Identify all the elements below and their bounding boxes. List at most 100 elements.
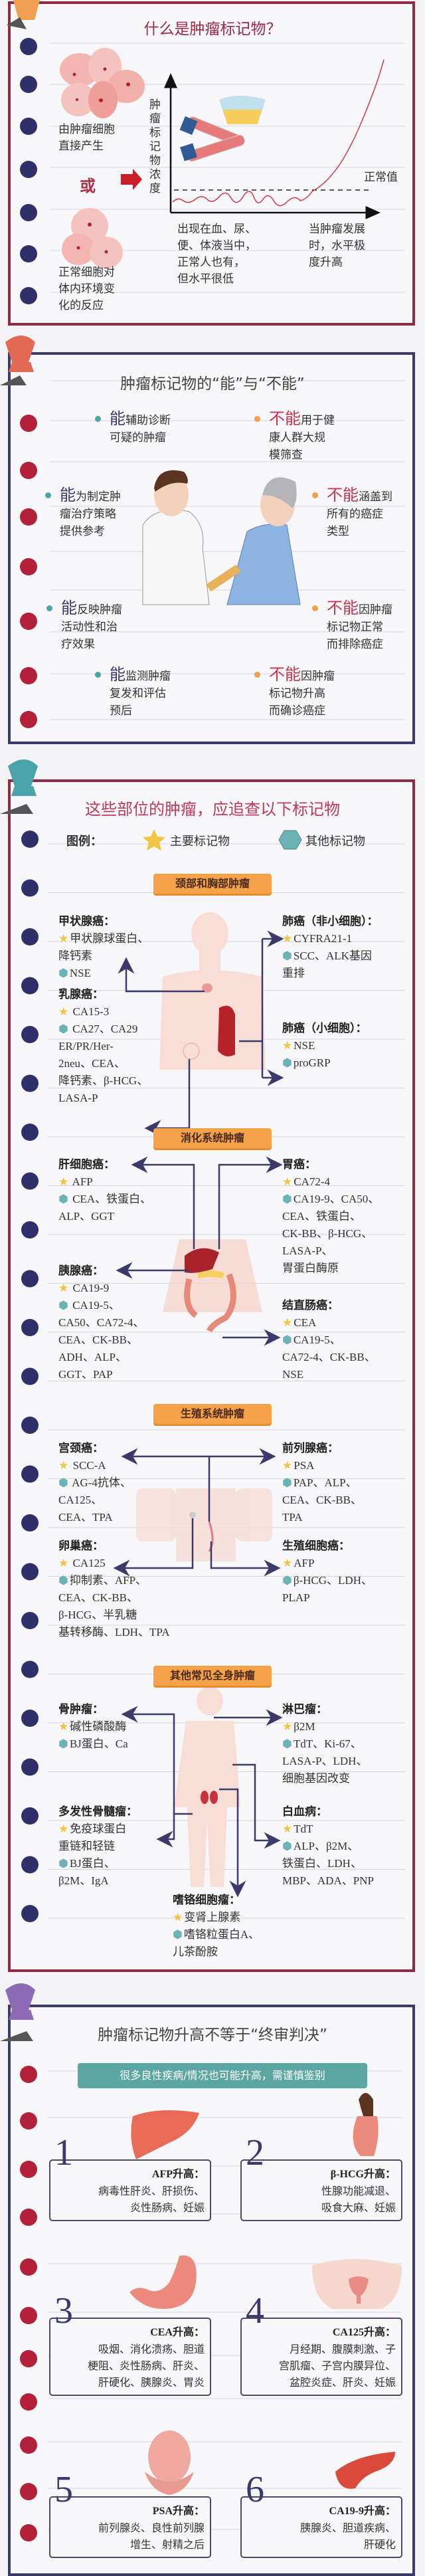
- marker-line: ★ CA125: [58, 1557, 106, 1569]
- star-icon: ★: [58, 1282, 69, 1294]
- marker-line: ⬢ALP、β2M、: [282, 1840, 359, 1852]
- marker-line: ADH、ALP、: [58, 1351, 127, 1363]
- hexagon-icon: ⬢: [282, 1737, 292, 1750]
- marker-line: 重链和轻链: [58, 1840, 115, 1852]
- star-icon: ★: [58, 932, 69, 945]
- binder-dot: [21, 1807, 39, 1825]
- marker-line: CEA、CK-BB、: [58, 1591, 138, 1604]
- marker-line: NSE: [282, 1368, 304, 1381]
- cannot-item: 不能因肿瘤标记物正常而排除癌症: [312, 599, 392, 653]
- star-icon: ★: [282, 1720, 293, 1733]
- tumor-marker-block: 前列腺癌：★PSA⬢PAP、ALP、CEA、CK-BB、TPA: [282, 1440, 362, 1526]
- elevation-cause-card: PSA升高：前列腺炎、良性前列腺增生、射精之后: [49, 2496, 211, 2558]
- binder-dot: [20, 2393, 37, 2411]
- card-title: AFP升高：: [151, 2169, 205, 2180]
- legend-other-label: 其他标记物: [305, 835, 365, 848]
- tumor-marker-block: 甲状腺癌：★甲状腺球蛋白、降钙素⬢NSE: [58, 913, 149, 982]
- binder-dot: [21, 1856, 39, 1874]
- section2-title: 肿瘤标记物的“能”与“不能”: [120, 375, 305, 393]
- card-number: 2: [246, 2132, 264, 2173]
- liver-illustration: [131, 2110, 199, 2159]
- digestive-body-illustration: [163, 1239, 262, 1333]
- binder-dot: [20, 38, 37, 55]
- card-title: β-HCG升高：: [330, 2169, 396, 2180]
- marker-line: ⬢ CA27、CA29: [58, 1023, 138, 1035]
- marker-line: 降钙素、β-HCG、: [58, 1074, 149, 1087]
- hexagon-icon: ⬢: [58, 1299, 68, 1312]
- marker-line: β2M、IgA: [58, 1874, 109, 1887]
- marker-line: CEA、CK-BB、: [282, 1494, 362, 1506]
- marker-line: 基转移酶、LDH、TPA: [58, 1626, 170, 1638]
- marker-line: ⬢SCC、ALK基因: [282, 949, 372, 962]
- tumor-marker-block: 结直肠癌：★CEA⬢CA19-5、CA72-4、CK-BB、NSE: [282, 1297, 376, 1383]
- card-number: 6: [246, 2469, 264, 2510]
- marker-line: ⬢CA19-9、CA50、: [282, 1193, 380, 1205]
- marker-line: MBP、ADA、PNP: [282, 1874, 374, 1887]
- binder-dot: [20, 613, 37, 630]
- pin-icon: [0, 759, 38, 814]
- marker-line: 重排: [282, 967, 305, 979]
- breast-illustration: [183, 1042, 200, 1060]
- marker-line: ⬢ AG-4抗体、: [58, 1476, 131, 1489]
- tumor-name: 淋巴瘤：: [282, 1703, 327, 1716]
- marker-line: ⬢PAP、ALP、: [282, 1476, 357, 1489]
- binder-dot: [21, 879, 39, 897]
- pancreas-illustration: [198, 1270, 224, 1278]
- binder-dot: [20, 558, 37, 575]
- bullet-dot: [45, 492, 51, 498]
- marker-line: ⬢proGRP: [282, 1056, 331, 1069]
- thyroid-illustration: [202, 983, 212, 993]
- marker-line: ★AFP: [282, 1557, 315, 1569]
- binder-dot: [20, 76, 37, 93]
- marker-line: ★碱性磷酸酶: [58, 1720, 127, 1733]
- marker-line: 2neu、CEA、: [58, 1057, 126, 1070]
- card-title: CA19-9升高：: [329, 2506, 396, 2517]
- tumor-cells-illustration: [60, 48, 145, 118]
- star-icon: ★: [58, 1005, 69, 1018]
- pancreas-illustration: [335, 2452, 395, 2489]
- binder-dot: [20, 2161, 37, 2178]
- binder-dot: [21, 1074, 39, 1092]
- marker-line: ★β2M: [282, 1720, 315, 1733]
- legend-hexagon-icon: [278, 830, 302, 850]
- card-number: 3: [54, 2290, 73, 2331]
- arrow-right-icon: [121, 169, 142, 190]
- high-level-caption: 当肿瘤发展时，水平极度升高: [309, 223, 365, 269]
- star-icon: ★: [173, 1911, 183, 1924]
- marker-line: 降钙素: [58, 949, 92, 962]
- hexagon-icon: ⬢: [282, 1056, 292, 1069]
- marker-line: GGT、PAP: [58, 1368, 113, 1381]
- marker-line: LASA-P: [58, 1092, 98, 1104]
- binder-dot: [21, 1270, 39, 1288]
- tumor-marker-block: 胰腺癌：★ CA19-9⬢ CA19-5、CA50、CA72-4、CEA、CK-…: [58, 1262, 144, 1383]
- tumor-name: 卵巢癌：: [58, 1539, 104, 1553]
- cannot-item: 不能用于健康人群大规模筛查: [254, 410, 335, 464]
- binder-dot: [20, 204, 37, 221]
- legend-label: 图例：: [66, 835, 102, 848]
- tumor-name: 肺癌（小细胞）：: [282, 1022, 367, 1035]
- marker-line: ER/PR/Her-: [58, 1040, 114, 1052]
- tumor-name: 前列腺癌：: [282, 1442, 339, 1455]
- bullet-dot: [95, 416, 101, 422]
- marker-line: ALP、GGT: [58, 1210, 115, 1223]
- marker-line: PLAP: [282, 1591, 310, 1604]
- marker-line: ★CA72-4: [282, 1175, 331, 1188]
- section4-title: 肿瘤标记物升高不等于“终审判决”: [98, 2027, 327, 2044]
- sample-tubes-illustration: [179, 96, 266, 162]
- marker-line: ⬢CA19-5、: [282, 1334, 341, 1346]
- hexagon-icon: ⬢: [282, 1193, 292, 1205]
- hexagon-icon: ⬢: [282, 1574, 292, 1587]
- binder-dot: [20, 161, 37, 178]
- marker-line: LASA-P、LDH、: [282, 1755, 368, 1767]
- pregnant-woman-illustration: [353, 2093, 379, 2156]
- hexagon-icon: ⬢: [58, 1023, 68, 1035]
- tumor-name: 胃癌：: [282, 1158, 316, 1171]
- normal-cells-caption: 正常细胞对体内环境变化的反应: [58, 266, 115, 312]
- tumor-name: 结直肠癌：: [282, 1299, 339, 1312]
- category-label: 消化系统肿瘤: [153, 1128, 272, 1148]
- binder-dot: [20, 711, 37, 728]
- card-title: PSA升高：: [152, 2506, 205, 2517]
- marker-line: ★甲状腺球蛋白、: [58, 932, 149, 945]
- tumor-marker-block: 肺癌（小细胞）：★NSE⬢proGRP: [282, 1020, 367, 1072]
- tumor-name: 甲状腺癌：: [58, 915, 115, 928]
